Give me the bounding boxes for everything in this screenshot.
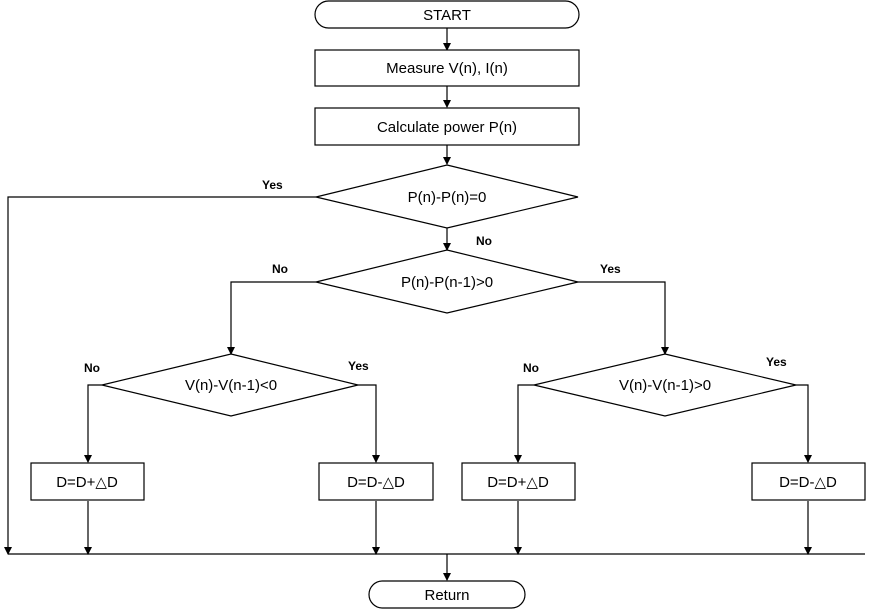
box2-node: D=D-△D bbox=[318, 462, 434, 501]
measure-label: Measure V(n), I(n) bbox=[386, 60, 508, 77]
edge-power-no bbox=[227, 281, 316, 355]
start-label: START bbox=[423, 7, 471, 24]
decision-power-label: P(n)-P(n-1)>0 bbox=[401, 274, 493, 291]
label-vright-no: No bbox=[523, 361, 539, 375]
edge-vright-no bbox=[514, 384, 534, 463]
box1-label: D=D+△D bbox=[56, 474, 118, 491]
box3-node: D=D+△D bbox=[461, 462, 576, 501]
measure-node: Measure V(n), I(n) bbox=[314, 49, 580, 87]
calc-power-node: Calculate power P(n) bbox=[314, 107, 580, 146]
decision-power-node: P(n)-P(n-1)>0 bbox=[315, 249, 579, 314]
connectors bbox=[4, 28, 865, 581]
decision-equal-node: P(n)-P(n)=0 bbox=[315, 164, 579, 229]
edge-vleft-no bbox=[84, 384, 102, 463]
edge-vright-yes bbox=[796, 384, 812, 463]
box4-node: D=D-△D bbox=[751, 462, 866, 501]
box4-label: D=D-△D bbox=[779, 474, 837, 491]
edge-power-yes bbox=[578, 281, 669, 355]
box1-node: D=D+△D bbox=[30, 462, 145, 501]
start-node: START bbox=[314, 0, 580, 29]
label-vleft-no: No bbox=[84, 361, 100, 375]
box3-label: D=D+△D bbox=[487, 474, 549, 491]
edge-vleft-yes bbox=[358, 384, 380, 463]
decision-equal-label: P(n)-P(n)=0 bbox=[408, 189, 487, 206]
decision-v-left-label: V(n)-V(n-1)<0 bbox=[185, 377, 277, 394]
edge-labels: Yes No No Yes No Yes No Yes bbox=[84, 178, 787, 375]
label-equal-yes: Yes bbox=[262, 178, 283, 192]
label-vleft-yes: Yes bbox=[348, 359, 369, 373]
decision-v-left-node: V(n)-V(n-1)<0 bbox=[101, 353, 359, 417]
label-power-no: No bbox=[272, 262, 288, 276]
edge-equal-yes bbox=[4, 196, 316, 555]
return-label: Return bbox=[424, 587, 469, 604]
decision-v-right-label: V(n)-V(n-1)>0 bbox=[619, 377, 711, 394]
calc-power-label: Calculate power P(n) bbox=[377, 119, 517, 136]
label-power-yes: Yes bbox=[600, 262, 621, 276]
decision-v-right-node: V(n)-V(n-1)>0 bbox=[533, 353, 797, 417]
box2-label: D=D-△D bbox=[347, 474, 405, 491]
label-equal-no: No bbox=[476, 234, 492, 248]
return-node: Return bbox=[368, 580, 526, 609]
label-vright-yes: Yes bbox=[766, 355, 787, 369]
